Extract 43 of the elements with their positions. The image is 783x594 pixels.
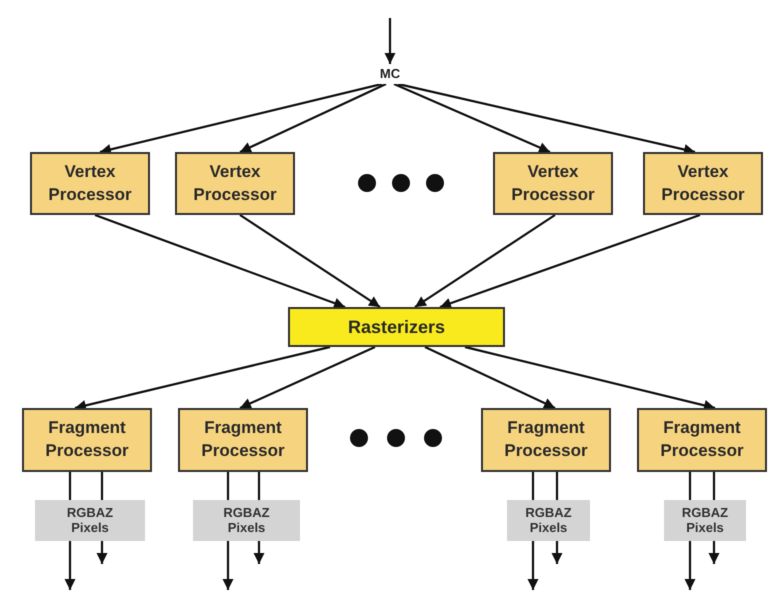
arrow: [384, 18, 396, 64]
arrow: [440, 214, 700, 309]
node-label: Vertex Processor: [660, 160, 746, 206]
process-box: [481, 408, 611, 472]
process-box: [643, 152, 763, 215]
arrow: [64, 541, 76, 590]
arrow: [74, 346, 330, 411]
data-box: [35, 500, 145, 541]
node-label: Vertex Processor: [510, 160, 596, 206]
arrow: [254, 541, 264, 564]
process-box: [175, 152, 295, 215]
node-label: Fragment Processor: [659, 417, 745, 462]
arrow: [94, 214, 346, 308]
data-box: [193, 500, 300, 541]
node-label: Vertex Processor: [47, 160, 133, 206]
process-box: [637, 408, 767, 472]
arrow: [240, 346, 376, 409]
arrow: [424, 346, 556, 409]
node-label: Fragment Processor: [44, 417, 130, 462]
arrow: [239, 214, 381, 308]
node-label: Rasterizers: [346, 316, 446, 338]
arrow: [394, 83, 550, 153]
arrow: [414, 214, 556, 308]
arrow: [552, 541, 562, 564]
arrow: [708, 541, 720, 564]
arrow: [100, 82, 382, 155]
node-label: Fragment Processor: [200, 417, 286, 462]
arrow: [464, 346, 716, 411]
arrow: [222, 541, 234, 590]
arrow: [96, 541, 108, 564]
node-label: Fragment Processor: [503, 417, 589, 462]
arrow: [684, 541, 696, 590]
process-box: [178, 408, 308, 472]
process-box: [22, 408, 152, 472]
node-label: Vertex Processor: [192, 160, 278, 206]
process-box: [30, 152, 150, 215]
data-box: [507, 500, 590, 541]
arrow: [528, 541, 538, 590]
process-box: [288, 307, 505, 347]
data-box: [664, 500, 746, 541]
arrow: [240, 83, 386, 153]
process-box: [493, 152, 613, 215]
arrow: [398, 82, 696, 155]
